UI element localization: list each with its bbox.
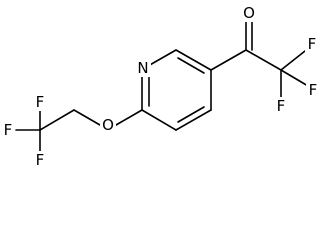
bond-c6-n1 xyxy=(147,49,177,67)
bond-c3-c4 xyxy=(175,109,212,131)
structure-diagram: N O O F F F F F F xyxy=(3,4,318,169)
atom-ether-oxygen: O xyxy=(102,116,114,134)
bond-c5-c6-inner xyxy=(177,57,205,74)
bond-carbonyl-cf3 xyxy=(245,49,282,71)
atom-fluorine-right-3: F xyxy=(277,97,286,115)
atom-nitrogen: N xyxy=(137,59,148,77)
bond-cf3b-f-right xyxy=(280,69,309,87)
bond-ch2-cf3 xyxy=(39,109,75,131)
bond-c5-c6 xyxy=(175,49,212,71)
bond-c2-oether xyxy=(115,109,143,126)
bond-c5-carbonyl xyxy=(210,49,247,71)
bond-oether-ch2 xyxy=(73,109,101,126)
bond-c3-c4-inner xyxy=(177,106,205,123)
atom-carbonyl-oxygen: O xyxy=(243,4,255,22)
atom-fluorine-left-2: F xyxy=(36,93,45,111)
bond-c2-c3 xyxy=(141,109,177,131)
atom-fluorine-left-1: F xyxy=(4,121,13,139)
atom-fluorine-right-1: F xyxy=(308,35,317,53)
atom-fluorine-left-3: F xyxy=(36,151,45,169)
bond-cf3b-f-up xyxy=(280,50,306,71)
atom-fluorine-right-2: F xyxy=(309,81,318,99)
